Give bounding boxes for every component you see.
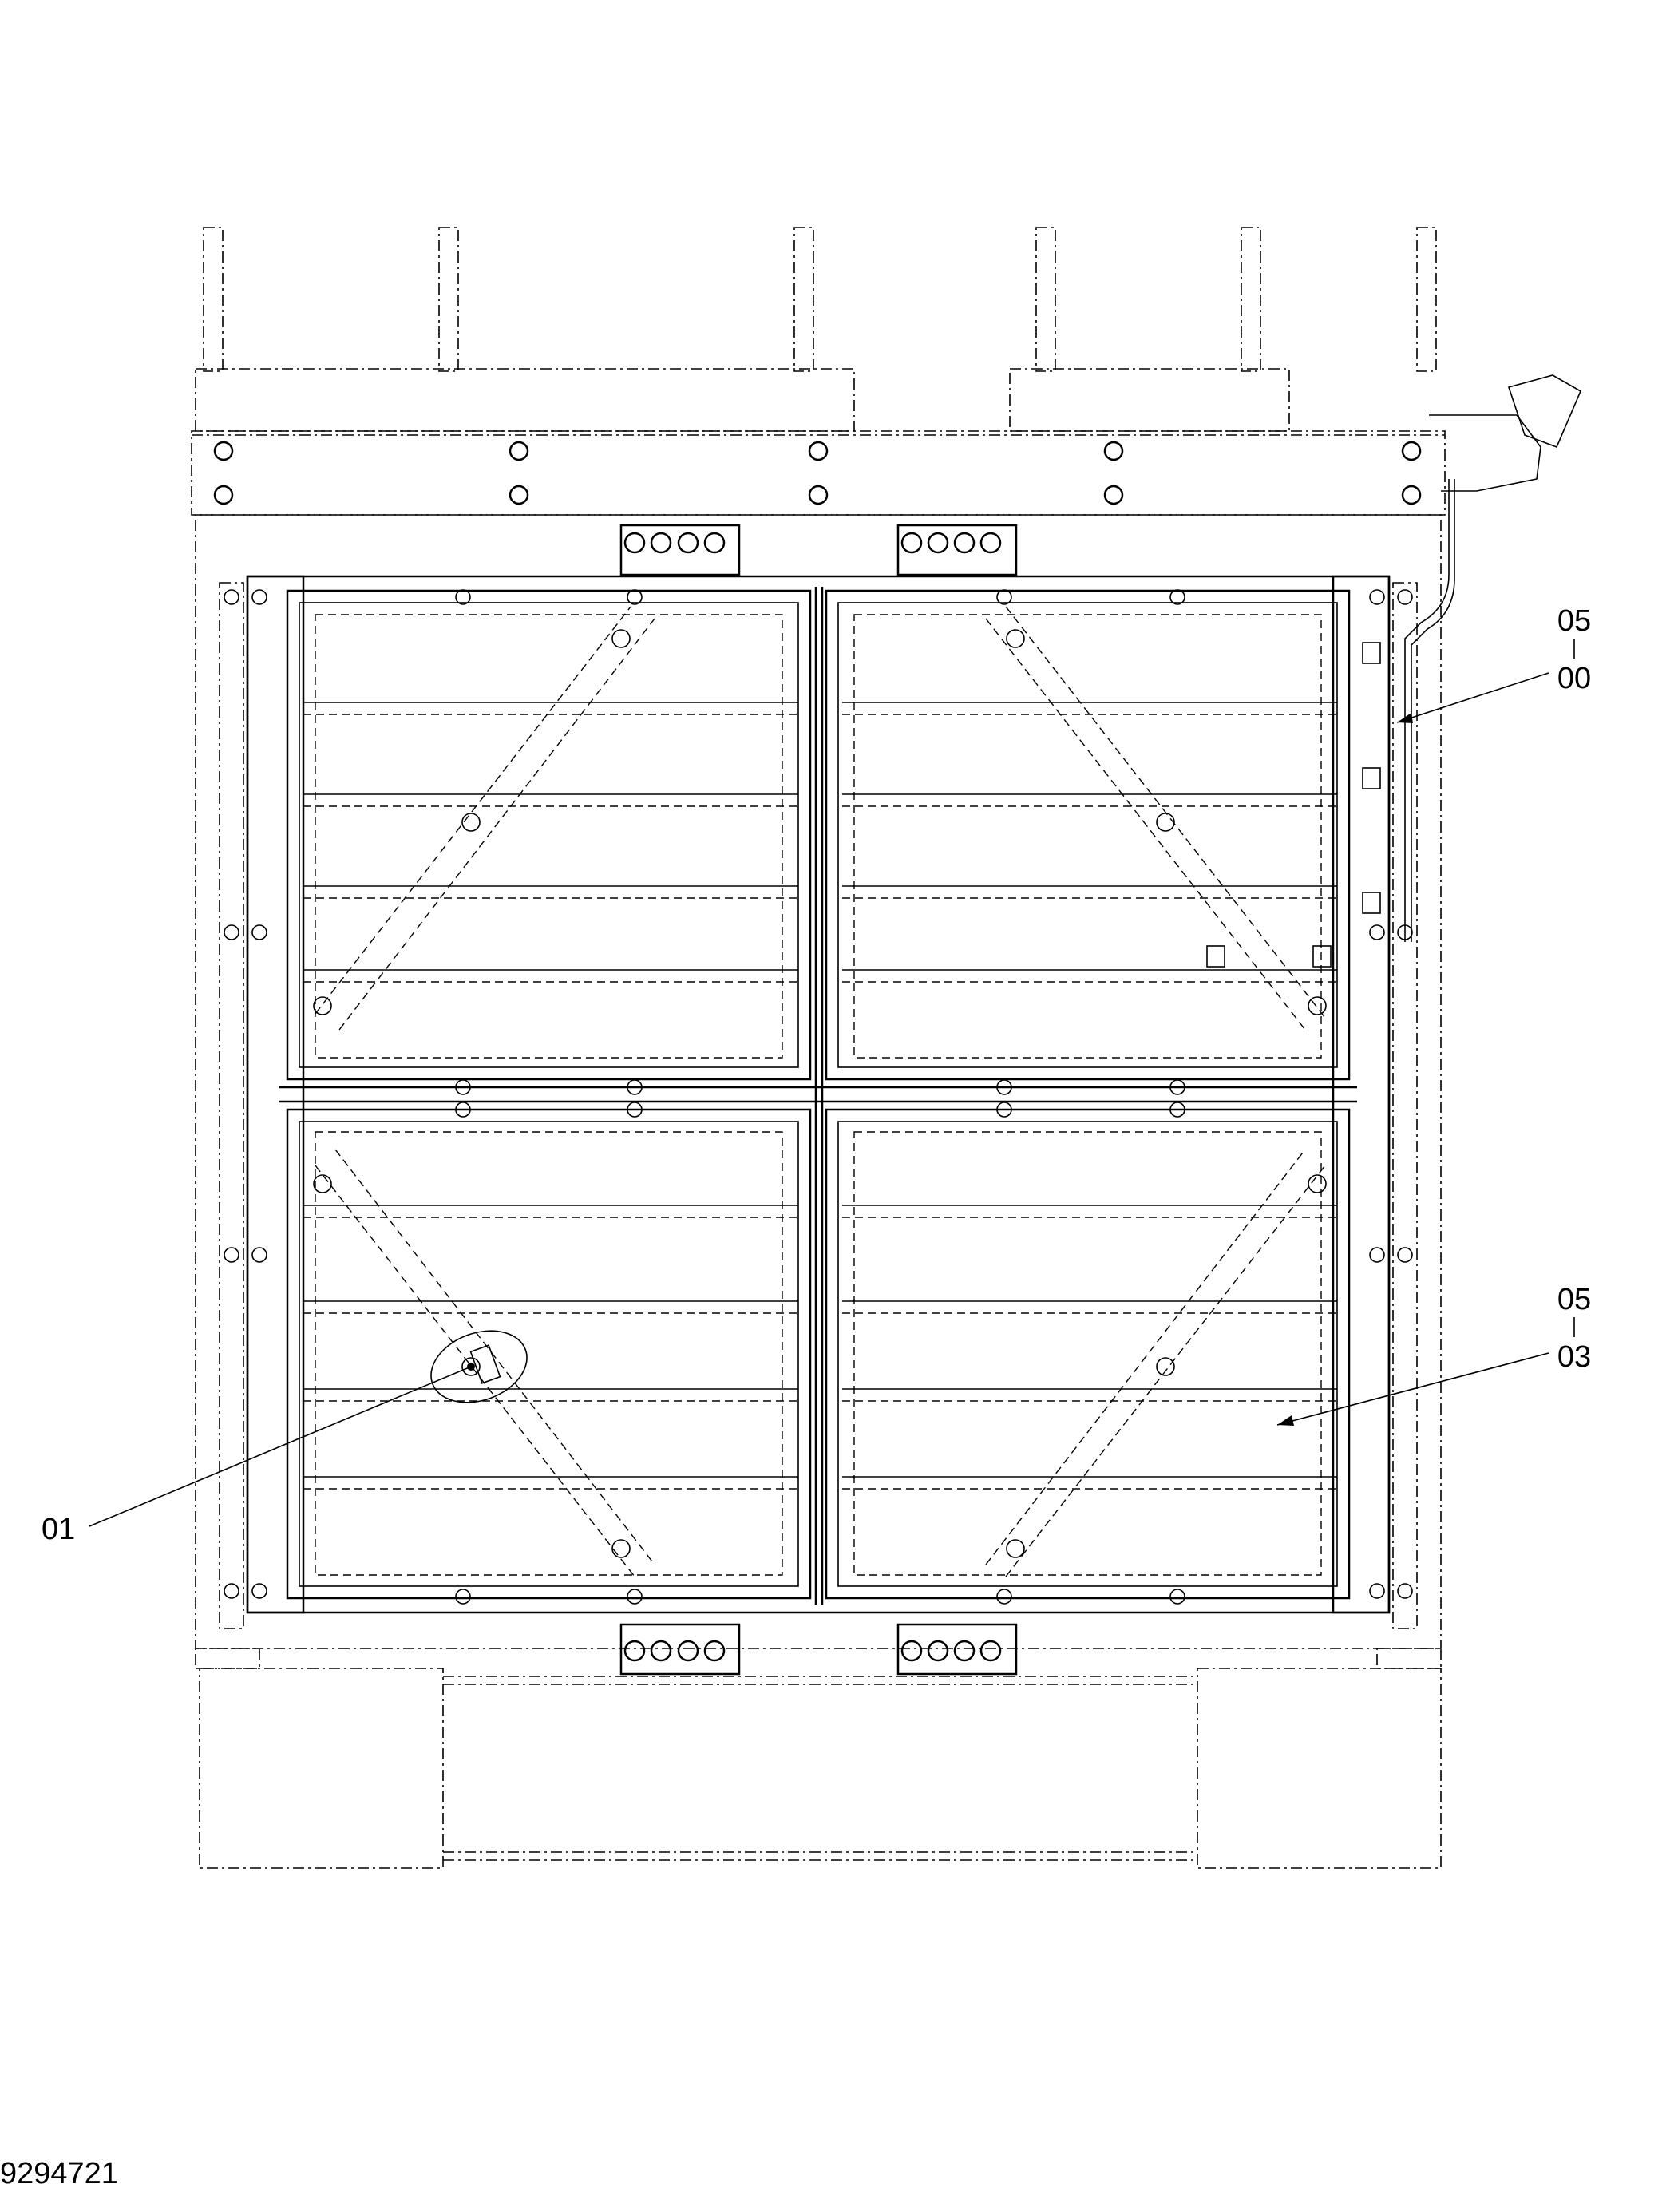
- top-header-beam: [191, 368, 1446, 516]
- main-frame: [246, 575, 1391, 1614]
- top-mount-brackets: [619, 524, 1018, 576]
- callout-05-00-bottom: 00: [1557, 662, 1591, 695]
- panel-bottom-left: [286, 1108, 812, 1600]
- callout-01: 01: [42, 1363, 475, 1546]
- perimeter-bolts: [224, 589, 1413, 1605]
- callout-05-03: 05 03: [1276, 1283, 1591, 1426]
- bottom-mount-brackets: [619, 1623, 1018, 1676]
- header-bolts: [213, 441, 1422, 505]
- panel-top-left: [286, 589, 812, 1081]
- top-posts: [203, 227, 1437, 372]
- right-hose-assembly: [1362, 374, 1582, 942]
- callout-05-03-top: 05: [1557, 1283, 1591, 1316]
- panel-bottom-right: [825, 1108, 1351, 1600]
- callout-05-00-top: 05: [1557, 604, 1591, 638]
- outer-frame: [195, 514, 1442, 1649]
- document-number: 9294721: [0, 2157, 118, 2190]
- panel-top-right: [825, 589, 1351, 1081]
- base-frame: [195, 1648, 1442, 1869]
- callout-05-03-bottom: 03: [1557, 1340, 1591, 1374]
- callout-01-label: 01: [42, 1513, 75, 1546]
- callout-05-00: 05 00: [1396, 604, 1591, 723]
